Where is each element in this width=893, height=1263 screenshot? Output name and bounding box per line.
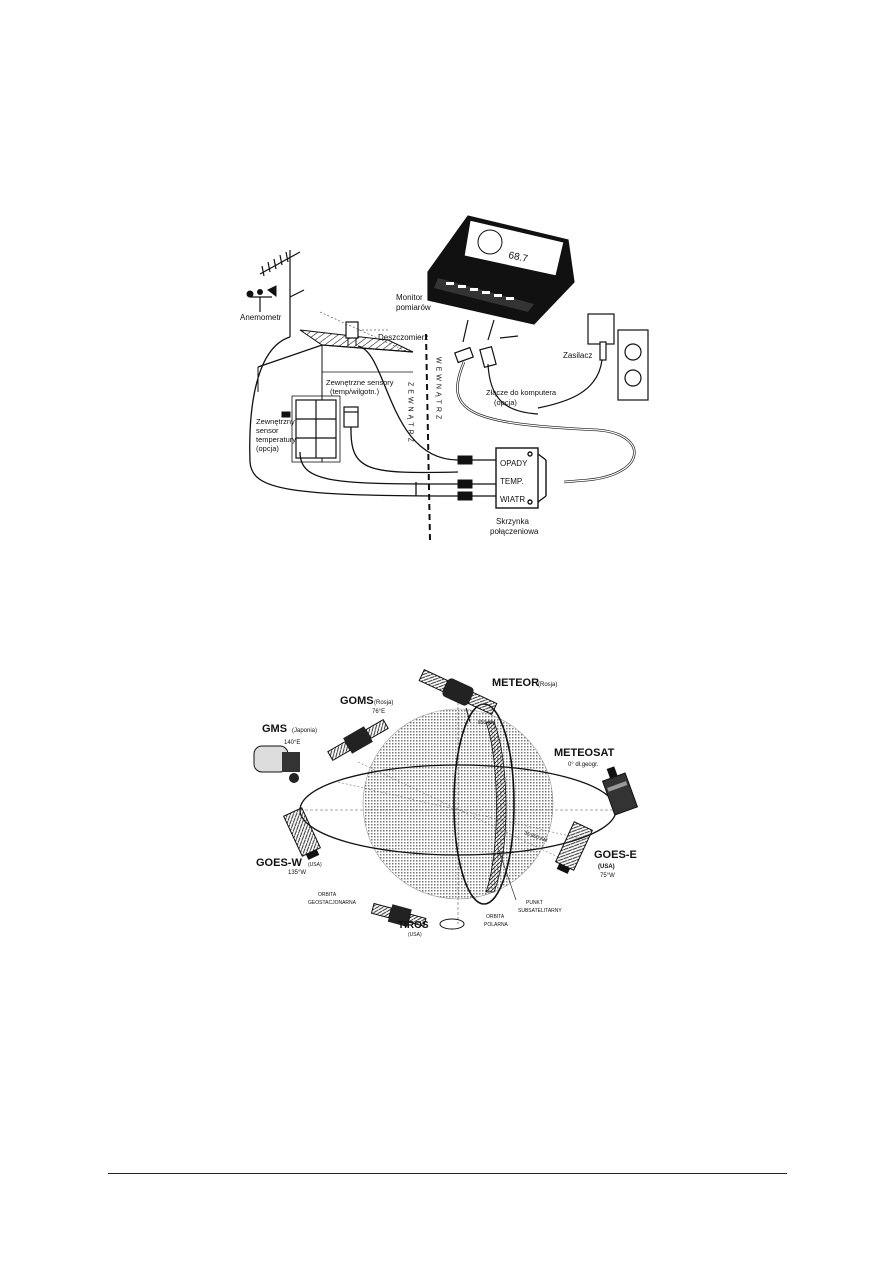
goes-w-satellite-icon <box>282 807 322 860</box>
temp-label: TEMP. <box>500 477 523 486</box>
meteor-satellite-icon <box>418 668 498 716</box>
temp-humidity-sensor-icon <box>343 406 359 428</box>
gms-label: GMS <box>262 723 287 735</box>
monitor-console-icon <box>427 215 575 325</box>
weather-station-svg: Anemometr Deszczomierz Zewnętrzne sensor… <box>240 215 649 541</box>
subsat-label-2: SUBSATELITARNY <box>518 908 562 914</box>
meteor-label: METEOR <box>492 677 539 689</box>
meteor-country-label: (Rosja) <box>538 682 557 688</box>
deszczomierz-label: Deszczomierz <box>378 333 428 342</box>
goes-e-country-label: (USA) <box>598 864 615 870</box>
junction-jacks <box>457 455 496 501</box>
footer-rule <box>108 1173 787 1174</box>
satellite-orbits-diagram: METEOR (Rosja) 850 KM GOMS (Rosja) 76°E … <box>248 662 650 938</box>
monitor-plugs <box>454 319 519 368</box>
satellite-orbits-svg: METEOR (Rosja) 850 KM GOMS (Rosja) 76°E … <box>253 668 639 938</box>
goms-satellite-icon <box>327 718 389 762</box>
meteosat-satellite-icon <box>601 766 639 816</box>
goes-e-label: GOES-E <box>594 849 637 861</box>
monitor-label: Monitor <box>396 293 423 302</box>
tiros-satellite-icon <box>370 902 427 927</box>
monitor-display-value: 68.7 <box>507 250 529 265</box>
skrzynka-label-1: Skrzynka <box>496 517 529 526</box>
subsat-label-1: PUNKT <box>526 900 543 906</box>
tiros-country-label: (USA) <box>408 932 422 938</box>
goes-e-satellite-icon <box>554 821 594 874</box>
zlacze-label-2: (opcja) <box>494 398 517 407</box>
gms-country-label: (Japonia) <box>292 728 317 734</box>
wall-outlet-icon <box>617 329 649 401</box>
antenna-icon <box>259 250 305 337</box>
goes-w-label: GOES-W <box>256 857 302 869</box>
goes-w-country-label: (USA) <box>308 862 322 868</box>
orbit-pol-label-2: POLARNA <box>484 922 509 928</box>
zew-sensor-label-4: (opcja) <box>256 444 279 453</box>
zew-sensor-label-3: temperatury <box>256 435 296 444</box>
goms-label: GOMS <box>340 695 374 707</box>
goms-country-label: (Rosja) <box>374 700 393 706</box>
gms-lon-label: 140°E <box>284 740 300 746</box>
wiatr-label: WIATR <box>500 495 525 504</box>
outdoor-cables <box>249 336 459 497</box>
inside-outside-divider <box>425 333 431 541</box>
weather-station-diagram: Anemometr Deszczomierz Zewnętrzne sensor… <box>238 212 650 541</box>
anemometr-label: Anemometr <box>240 313 282 322</box>
orbit-geo-label-1: ORBITA <box>318 892 337 898</box>
goms-lon-label: 76°E <box>372 709 385 715</box>
gms-satellite-icon <box>253 745 300 783</box>
meteosat-label: METEOSAT <box>554 747 615 759</box>
orbit-pol-label-1: ORBITA <box>486 914 505 920</box>
polar-altitude-label: 850 KM <box>478 720 495 726</box>
meteosat-lon-label: 0° dł.geogr. <box>568 762 599 768</box>
power-adapter-icon <box>587 313 615 361</box>
zewnatrz-label: ZEWNĄTRZ <box>407 382 414 445</box>
window-icon <box>291 395 341 463</box>
anemometer-icon <box>246 285 277 312</box>
junction-box-icon <box>495 447 547 509</box>
zew-sensory-label-2: (temp/wilgotn.) <box>330 387 380 396</box>
tiros-label: TIROS <box>398 920 429 931</box>
goes-w-lon-label: 135°W <box>288 870 306 876</box>
zew-sensor-label-1: Zewnętrzny <box>256 417 295 426</box>
opady-label: OPADY <box>500 459 528 468</box>
optional-temp-sensor-icon <box>281 411 291 418</box>
goes-e-lon-label: 75°W <box>600 873 615 879</box>
pomiarow-label: pomiarów <box>396 303 431 312</box>
zlacze-label-1: Złącze do komputera <box>486 388 557 397</box>
zew-sensor-label-2: sensor <box>256 426 279 435</box>
rain-gauge-icon <box>345 321 388 346</box>
wewnatrz-label: WEWNĄTRZ <box>435 357 442 422</box>
zew-sensory-label-1: Zewnętrzne sensory <box>326 378 394 387</box>
zasilacz-label: Zasilacz <box>563 351 592 360</box>
skrzynka-label-2: połączeniowa <box>490 527 539 536</box>
orbit-geo-label-2: GEOSTACJONARNA <box>308 900 357 906</box>
